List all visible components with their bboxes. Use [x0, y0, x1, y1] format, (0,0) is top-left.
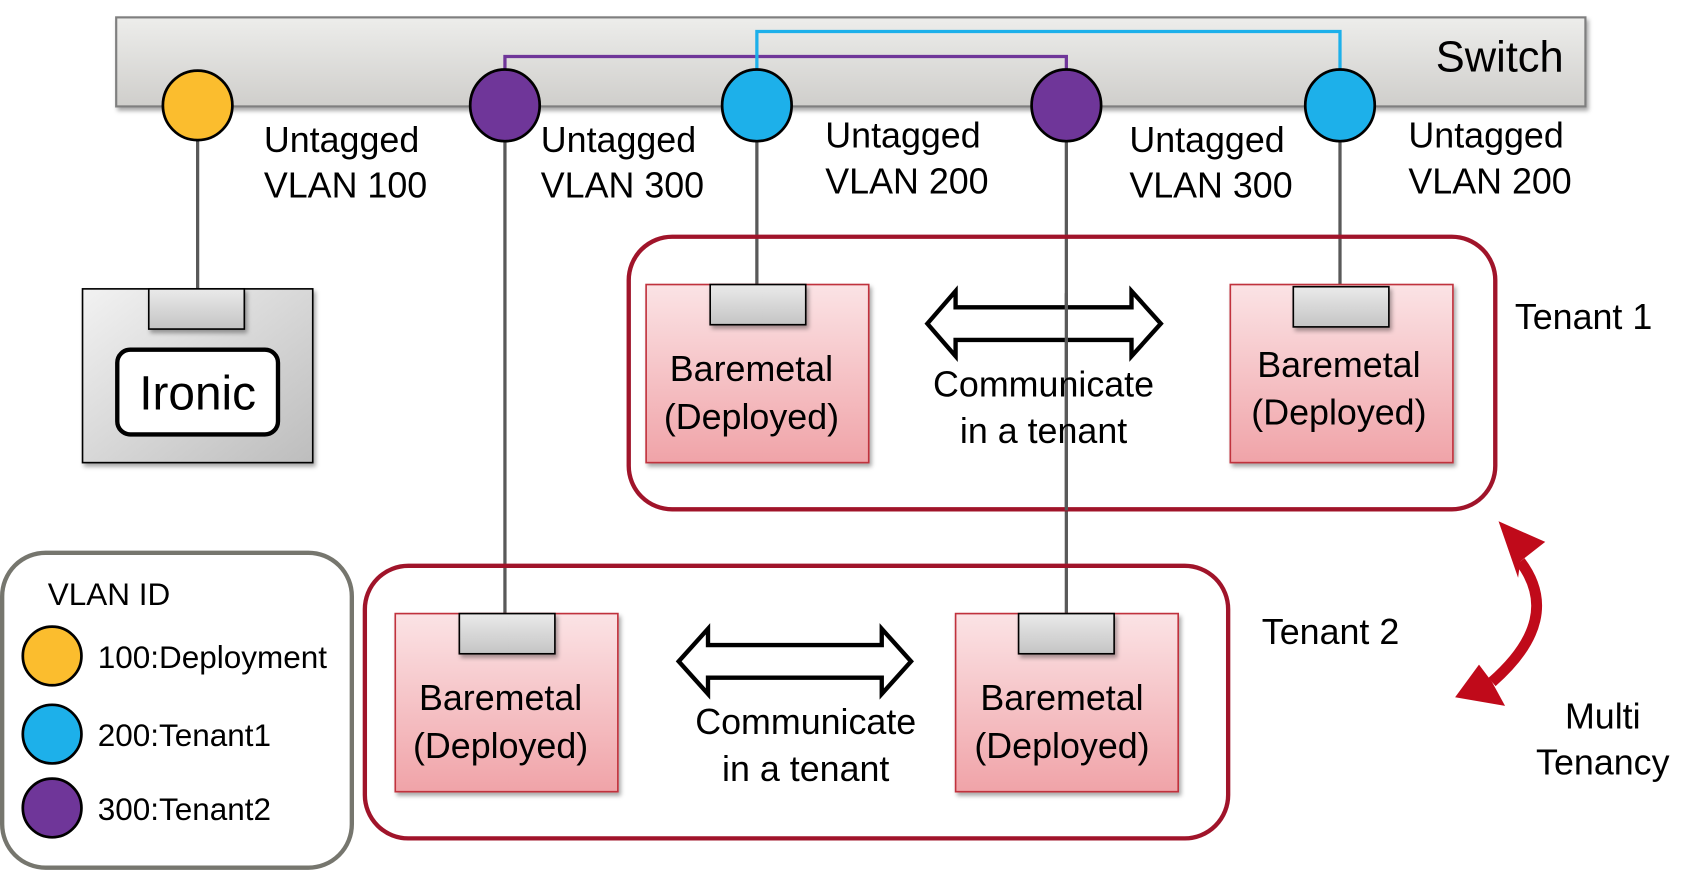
communicate-label: Communicate: [933, 364, 1154, 404]
multi-tenancy-label-2: Tenancy: [1536, 742, 1670, 782]
port-circle-icon: [1303, 68, 1377, 143]
baremetal-status: (Deployed): [413, 726, 588, 766]
port-label-vlan: VLAN 100: [264, 166, 427, 206]
port-label-vlan: VLAN 300: [1129, 166, 1292, 206]
port-circle-icon: [161, 69, 234, 142]
multi-tenancy-arrow-shaft: [1488, 558, 1543, 687]
vlan200-swatch-icon: [21, 703, 83, 765]
port-label-vlan: VLAN 200: [1408, 161, 1571, 201]
tenant1-label: Tenant 1: [1515, 297, 1652, 337]
vlan100-swatch-icon: [21, 625, 83, 687]
legend-item: 300:Tenant2: [21, 777, 271, 839]
legend-item-label: 100:Deployment: [98, 639, 328, 675]
tenant1-baremetal-node-2: Baremetal (Deployed): [1229, 283, 1454, 464]
tenant2-boundary: [362, 563, 1231, 841]
baremetal-label: Baremetal: [1257, 345, 1420, 385]
vlan300-swatch-icon: [21, 777, 83, 839]
baremetal-status: (Deployed): [974, 726, 1149, 766]
port-circle-icon: [1030, 68, 1103, 143]
port-label-mode: Untagged: [825, 116, 980, 156]
switch-port-vlan200-b: Untagged VLAN 200: [1303, 68, 1572, 201]
port-label-mode: Untagged: [541, 120, 696, 160]
communicate-label: Communicate: [695, 702, 916, 742]
nic-icon: [709, 283, 807, 326]
multi-tenancy-indicator: Multi Tenancy: [1455, 521, 1670, 782]
baremetal-status: (Deployed): [664, 397, 839, 437]
tenant1-boundary: [626, 234, 1498, 512]
switch-port-vlan100: Untagged VLAN 100: [161, 69, 427, 206]
tenant2-group: Tenant 2 Baremetal (Deployed) Baremetal …: [362, 563, 1399, 841]
switch-port-vlan200-a: Untagged VLAN 200: [720, 68, 989, 201]
vlan300-trunk-line: [503, 54, 1068, 72]
port-label-mode: Untagged: [1129, 120, 1284, 160]
switch-label: Switch: [1436, 34, 1564, 82]
vlan200-trunk-line: [755, 29, 1342, 72]
communicate-label-2: in a tenant: [960, 411, 1127, 451]
tenant2-baremetal-node-1: Baremetal (Deployed): [394, 612, 619, 793]
legend-item-label: 300:Tenant2: [98, 791, 271, 827]
ironic-label-box: [115, 347, 281, 437]
nic-icon: [1292, 285, 1390, 328]
baremetal-label: Baremetal: [670, 349, 833, 389]
arrow-head-up-icon: [1498, 521, 1546, 578]
legend: VLAN ID 100:Deployment 200:Tenant1 300:T…: [0, 550, 355, 870]
port-circle-icon: [720, 68, 793, 143]
tenant2-baremetal-node-2: Baremetal (Deployed): [954, 612, 1180, 793]
tenant1-group: Tenant 1 Baremetal (Deployed) Baremetal …: [626, 234, 1652, 512]
tenant1-baremetal-node-1: Baremetal (Deployed): [645, 283, 870, 464]
legend-box: [0, 550, 355, 870]
switch-port-vlan300-b: Untagged VLAN 300: [1030, 68, 1293, 206]
switch-port-vlan300-a: Untagged VLAN 300: [468, 68, 704, 206]
communicate-label-2: in a tenant: [722, 749, 889, 789]
port-label-mode: Untagged: [1408, 116, 1563, 156]
baremetal-label: Baremetal: [980, 678, 1143, 718]
arrow-head-down-icon: [1455, 664, 1506, 706]
legend-item: 200:Tenant1: [21, 703, 271, 765]
bidirectional-arrow-icon: [675, 623, 914, 700]
legend-item-label: 200:Tenant1: [98, 717, 271, 753]
nic-icon: [147, 288, 246, 330]
baremetal-label: Baremetal: [419, 678, 582, 718]
port-circle-icon: [468, 68, 542, 143]
tenant2-label: Tenant 2: [1262, 612, 1399, 652]
baremetal-status: (Deployed): [1251, 393, 1426, 433]
port-label-vlan: VLAN 300: [541, 166, 704, 206]
legend-item: 100:Deployment: [21, 625, 328, 687]
multi-tenancy-label: Multi: [1565, 697, 1641, 737]
ironic-server: Ironic: [81, 288, 314, 464]
port-label-vlan: VLAN 200: [825, 161, 988, 201]
nic-icon: [458, 612, 556, 655]
bidirectional-arrow-icon: [924, 285, 1164, 363]
port-label-mode: Untagged: [264, 120, 419, 160]
legend-title: VLAN ID: [48, 576, 170, 612]
nic-icon: [1017, 612, 1115, 655]
ironic-label: Ironic: [139, 367, 256, 420]
